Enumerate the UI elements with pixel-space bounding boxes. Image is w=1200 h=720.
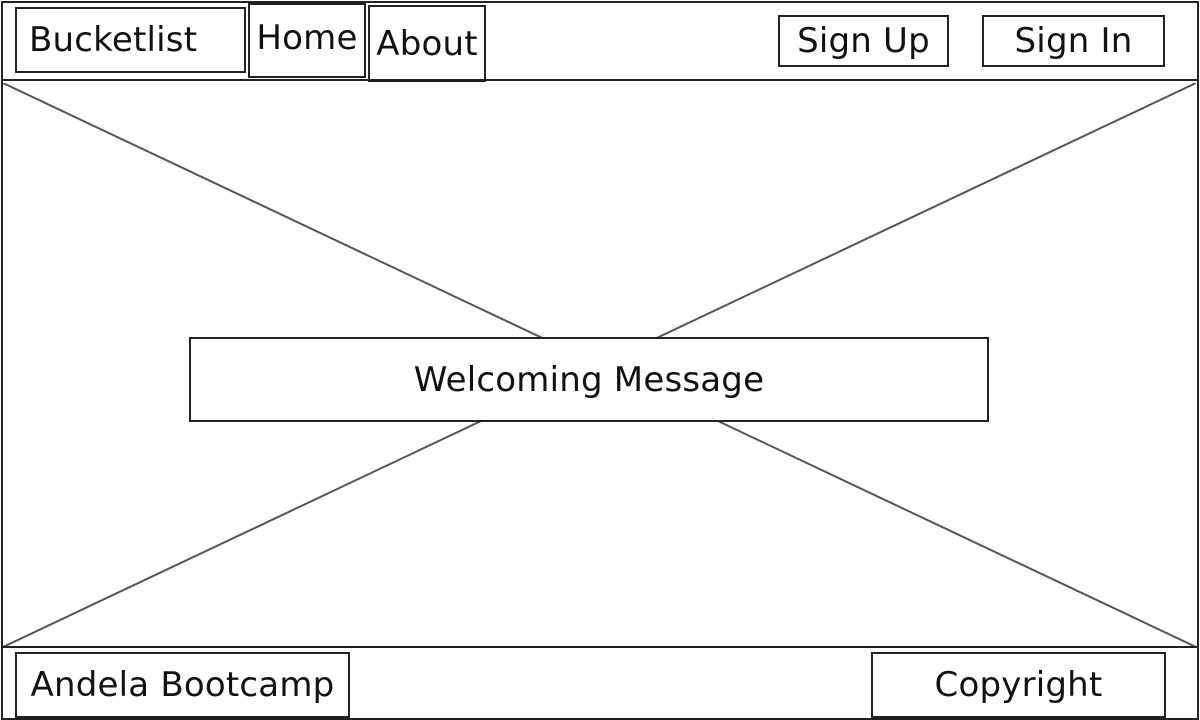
sign-in-label: Sign In <box>1014 21 1133 61</box>
nav-item-home-label: Home <box>256 17 358 58</box>
sign-in-button[interactable]: Sign In <box>982 15 1165 67</box>
footer-divider <box>2 646 1198 648</box>
welcome-message: Welcoming Message <box>413 359 765 400</box>
copyright-box: Copyright <box>871 652 1166 718</box>
copyright-label: Copyright <box>934 665 1103 705</box>
brand-logo[interactable]: Bucketlist <box>15 7 246 73</box>
nav-item-about-label: About <box>376 23 478 64</box>
sign-up-button[interactable]: Sign Up <box>778 15 949 67</box>
header-divider <box>2 79 1198 81</box>
nav-item-home[interactable]: Home <box>248 3 366 78</box>
footer-left-label: Andela Bootcamp <box>30 665 335 705</box>
sign-up-label: Sign Up <box>797 21 930 61</box>
brand-label: Bucketlist <box>29 20 198 60</box>
footer-left-label-box: Andela Bootcamp <box>15 652 350 718</box>
welcome-message-box: Welcoming Message <box>189 337 989 422</box>
nav-item-about[interactable]: About <box>368 5 486 82</box>
